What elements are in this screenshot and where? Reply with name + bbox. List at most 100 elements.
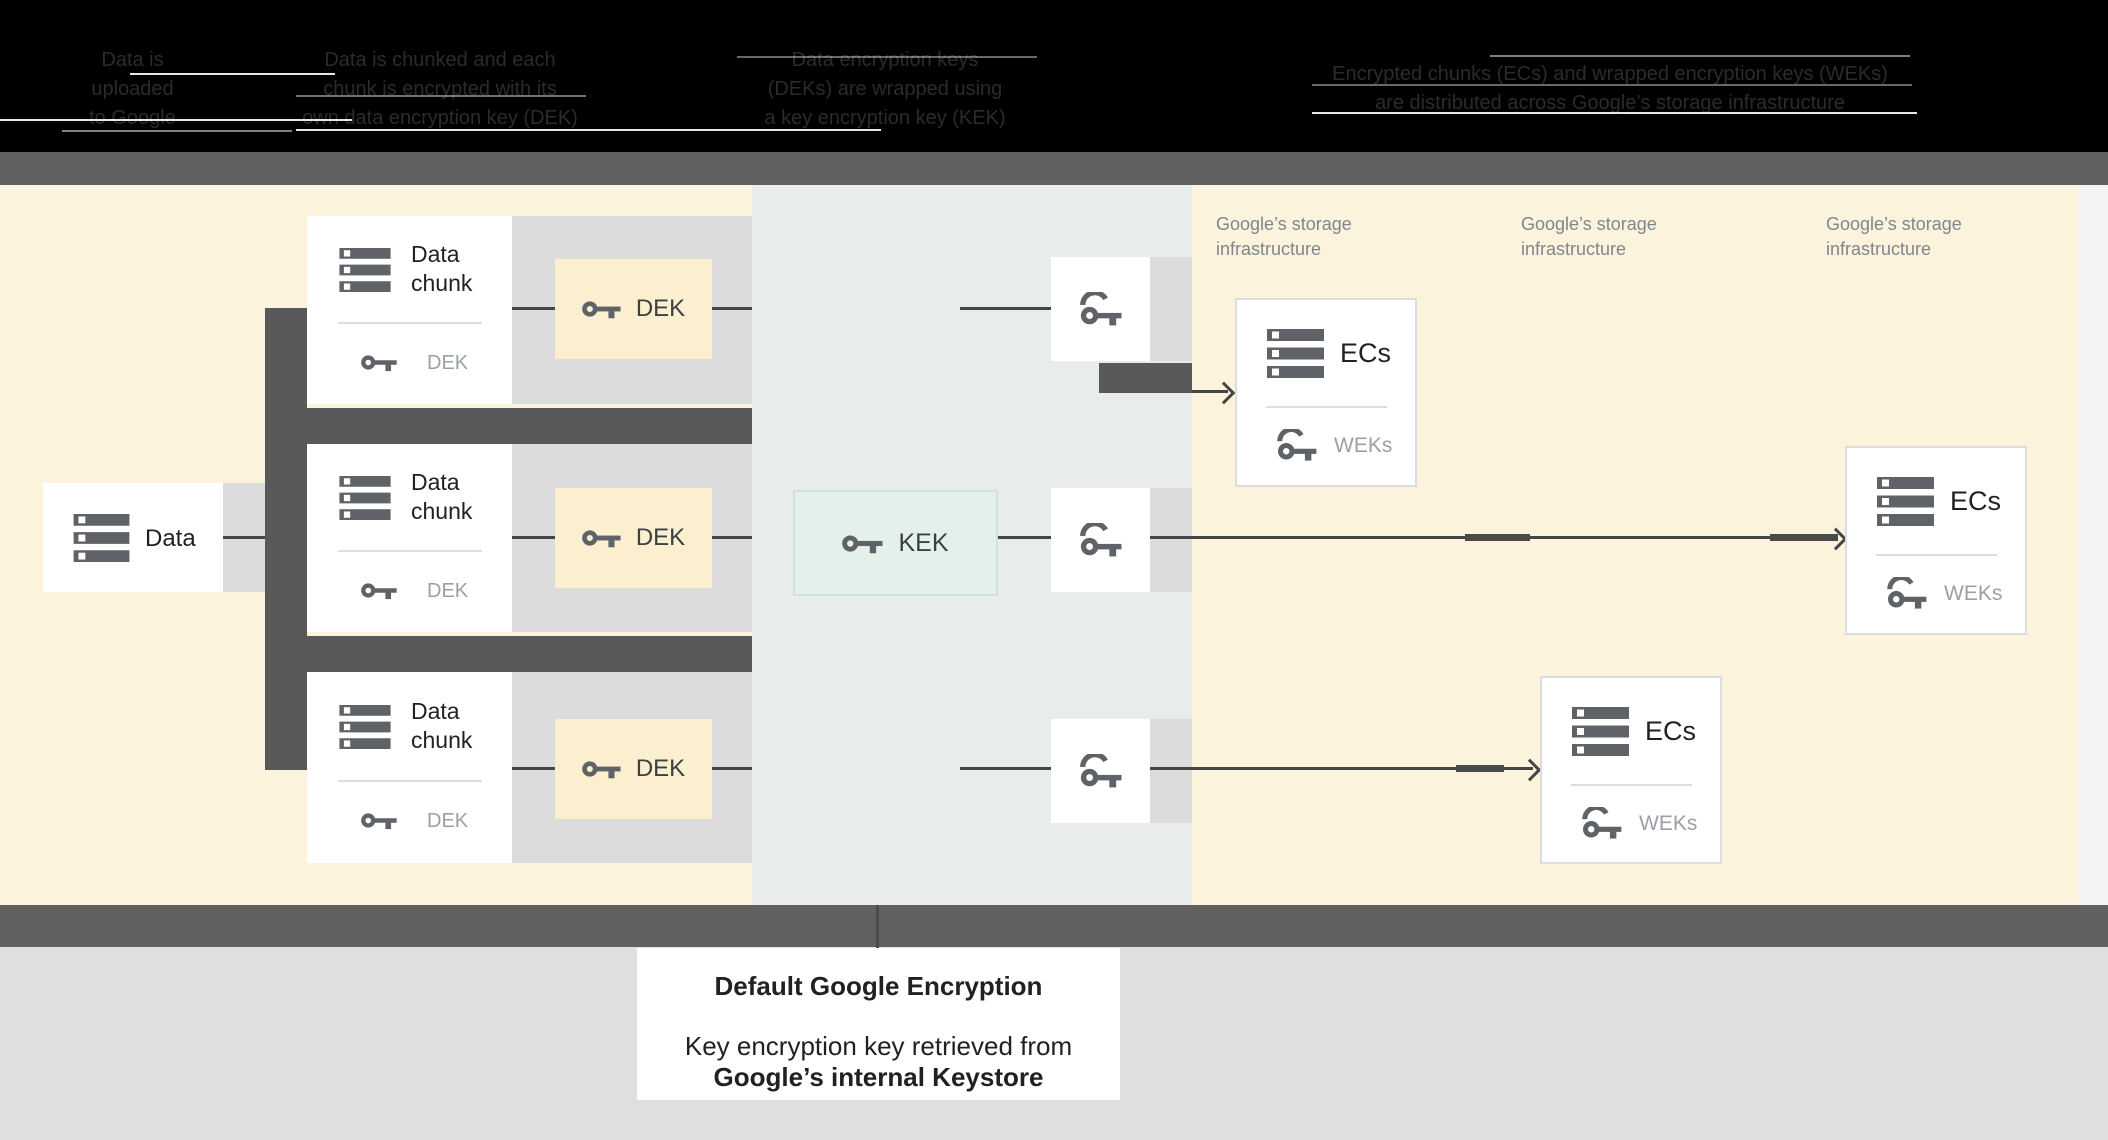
glitch-streak [296, 129, 881, 131]
dek-label: DEK [635, 755, 686, 782]
server-icon [73, 514, 130, 562]
glitch-streak [737, 56, 1037, 58]
arrow-thick-segment [1456, 765, 1504, 772]
card-divider [338, 780, 482, 782]
header-step-2-line-1: Data is chunked and each [324, 49, 556, 71]
server-icon [337, 705, 393, 749]
glitch-streak [296, 95, 586, 97]
server-icon [1877, 477, 1934, 526]
weks-label: WEKs [1334, 434, 1393, 457]
glitch-streak [1312, 112, 1917, 114]
card-divider [338, 550, 482, 552]
ecs-card: ECs WEKs [1540, 676, 1722, 864]
wrap3-strip [1150, 719, 1192, 823]
key-icon [361, 578, 398, 603]
key-icon [581, 296, 622, 322]
dek3-out-line [712, 767, 752, 770]
ecs-card-label: ECs [1340, 338, 1392, 368]
dek2-out-line [712, 536, 752, 539]
server-icon [1572, 707, 1629, 756]
dek-label: DEK [635, 524, 686, 551]
glitch-streak [1312, 84, 1912, 86]
header-step-2-line-3: own data encryption key (DEK) [302, 107, 578, 129]
caption-box: Default Google Encryption Key encryption… [637, 948, 1120, 1100]
top-gray-band [0, 152, 2108, 185]
wrap1-strip [1150, 257, 1192, 361]
dek-box: DEK [555, 488, 712, 588]
chunk3-to-dek-line [512, 767, 555, 770]
header-step-1-line-2: uploaded [91, 78, 174, 100]
key-icon [361, 808, 398, 833]
server-icon [1267, 329, 1324, 378]
chunk-dek-label: DEK [427, 580, 469, 602]
storage-label-line-2: infrastructure [1216, 239, 1322, 259]
card-divider [1876, 554, 1997, 556]
wrapped-key-icon [1079, 753, 1123, 789]
weks-label: WEKs [1944, 582, 2003, 605]
wrap3-in-line [960, 767, 1051, 770]
header-step-3-line-2: (DEKs) are wrapped using [767, 78, 1003, 100]
ecs-card: ECs WEKs [1235, 298, 1417, 487]
kek-to-wrap2-line [998, 536, 1051, 539]
header-step-3: Data encryption keys (DEKs) are wrapped … [720, 46, 1050, 133]
data-chunk-label: Data chunk [411, 469, 473, 524]
glitch-streak [0, 119, 352, 121]
storage-label-line-2: infrastructure [1826, 239, 1932, 259]
header-step-2: Data is chunked and each chunk is encryp… [280, 46, 600, 133]
glitch-streak [130, 73, 335, 75]
wrap-operation-box [1051, 257, 1150, 361]
kek-box: KEK [793, 490, 998, 596]
chunk-dek-label: DEK [427, 352, 469, 374]
storage-infrastructure-label: Google’s storage infrastructure [1521, 212, 1801, 262]
header-step-3-line-3: a key encryption key (KEK) [764, 107, 1006, 129]
ecs-card: ECs WEKs [1845, 446, 2027, 635]
chunk-dek-label: DEK [427, 810, 469, 832]
caption-line-2: Google’s internal Keystore [713, 1062, 1044, 1092]
wrapped-key-icon [1581, 807, 1623, 840]
server-icon [337, 248, 393, 292]
caption-line-1: Key encryption key retrieved from [684, 1031, 1073, 1061]
ecs-card-label: ECs [1645, 716, 1697, 746]
data-chunk-label: Data chunk [411, 241, 473, 296]
wrapped-key-icon [1079, 291, 1123, 327]
wrap-operation-box [1051, 719, 1150, 823]
header-step-4: Encrypted chunks (ECs) and wrapped encry… [1285, 60, 1935, 118]
wrap2-strip [1150, 488, 1192, 592]
wrapped-key-icon [1276, 429, 1318, 462]
header-step-1-line-3: to Google [89, 107, 176, 129]
key-icon [842, 530, 884, 557]
dek-label: DEK [635, 295, 686, 322]
branch-bar-rows-1-2 [265, 408, 752, 444]
dek-box: DEK [555, 719, 712, 819]
header-step-2-line-2: chunk is encrypted with its [323, 78, 557, 100]
header-step-4-line-2: are distributed across Google’s storage … [1375, 92, 1845, 114]
header-step-1: Data is uploaded to Google [40, 46, 225, 133]
weks-label: WEKs [1639, 812, 1698, 835]
branch-trunk-bar [265, 308, 307, 770]
dek1-out-line [712, 307, 752, 310]
storage-infrastructure-label: Google’s storage infrastructure [1216, 212, 1496, 262]
data-to-trunk-line [223, 536, 265, 539]
card-divider [1571, 784, 1692, 786]
chunk2-to-dek-line [512, 536, 555, 539]
header-black-bar [0, 0, 2108, 152]
wrap1-in-line [960, 307, 1051, 310]
key-icon [361, 350, 398, 375]
header-step-1-line-1: Data is [101, 49, 164, 71]
data-chunk-card: Data chunk DEK [307, 216, 512, 404]
arrow-thick-segment [1465, 534, 1530, 541]
storage-label-line-1: Google’s storage [1521, 214, 1657, 234]
caption-title: Default Google Encryption [714, 971, 1043, 1001]
storage-label-line-1: Google’s storage [1826, 214, 1962, 234]
wrapped-key-icon [1886, 577, 1928, 610]
chunk1-to-dek-line [512, 307, 555, 310]
server-icon [337, 476, 393, 520]
arrow-thick-segment [1770, 534, 1838, 541]
data-chunk-label: Data chunk [411, 698, 473, 753]
wrap1-dark-bar [1099, 363, 1192, 393]
ecs-card-label: ECs [1950, 486, 2002, 516]
key-icon [581, 525, 622, 551]
storage-infrastructure-label: Google’s storage infrastructure [1826, 212, 2106, 262]
dek-box: DEK [555, 259, 712, 359]
